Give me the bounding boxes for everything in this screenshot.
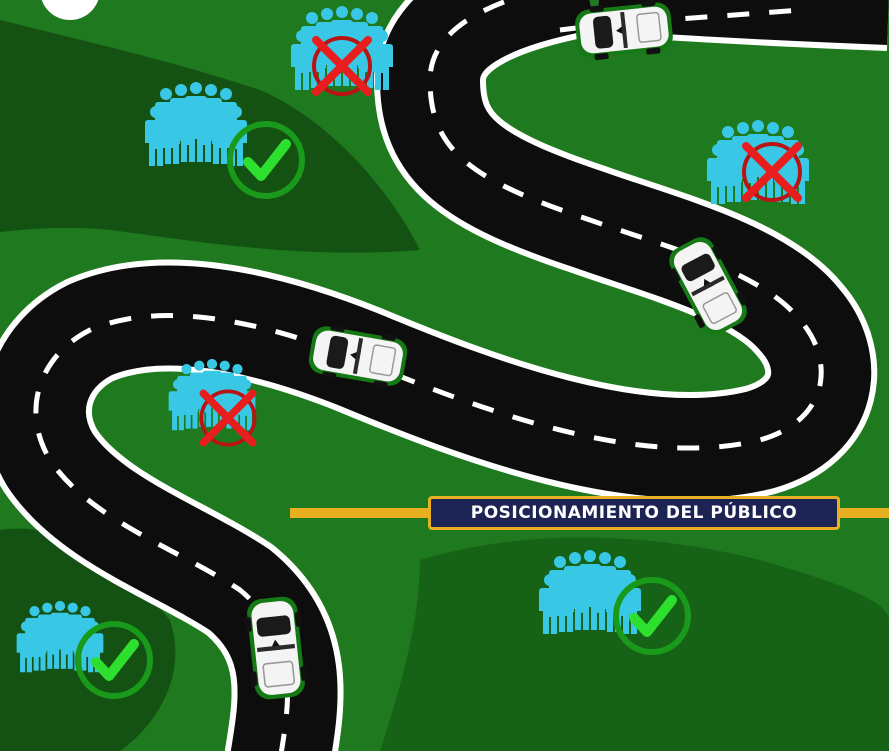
public-positioning-banner: POSICIONAMIENTO DEL PÚBLICO <box>428 496 840 530</box>
